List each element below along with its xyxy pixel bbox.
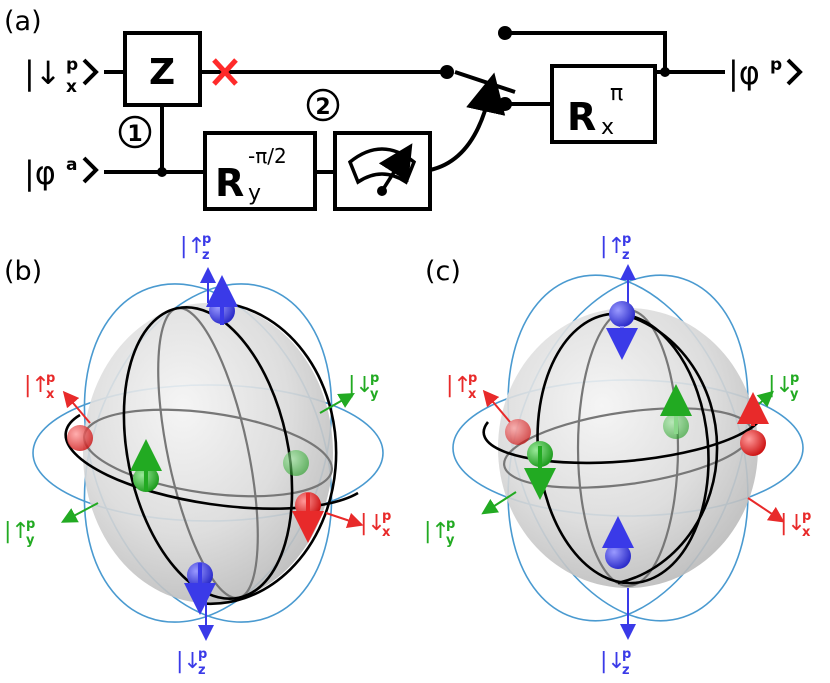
rx-gate-sub: x xyxy=(601,115,614,140)
bloch-c-labels: |↑ p z |↓ p z |↑ p x |↓ p x |↓ p y |↑ p … xyxy=(424,232,811,678)
ry-gate-sup: -π/2 xyxy=(248,144,287,168)
svg-text:z: z xyxy=(622,663,630,678)
label-down-z: |↓ xyxy=(176,649,202,674)
z-gate: Z xyxy=(123,31,202,107)
circuit-panel: (a) |↓ p x |φ a xyxy=(4,6,803,211)
label-up-z: |↑ xyxy=(600,234,626,259)
bloch-b-labels: |↑ p z |↓ p z |↑ p x |↓ p x |↓ p y |↑ p … xyxy=(4,232,391,678)
input-probe-label: |↓ p x xyxy=(24,54,99,97)
svg-text:z: z xyxy=(202,248,210,263)
meter-needle-icon xyxy=(378,143,413,192)
svg-text:z: z xyxy=(622,248,630,263)
spin-up-y xyxy=(130,439,162,492)
svg-text:y: y xyxy=(26,533,35,548)
label-up-x: |↑ xyxy=(24,373,50,398)
svg-text:p: p xyxy=(26,517,35,532)
svg-text:p: p xyxy=(382,509,391,524)
circuit-wires xyxy=(104,31,725,174)
rx-gate-letter: R xyxy=(567,95,596,139)
svg-text:p: p xyxy=(802,509,811,524)
svg-text:p: p xyxy=(46,371,55,386)
spin-down-y xyxy=(283,450,309,476)
label-up-y: |↑ xyxy=(424,519,450,544)
label-down-x: |↓ xyxy=(360,511,386,536)
svg-text:x: x xyxy=(802,525,811,540)
z-gate-label: Z xyxy=(149,52,175,93)
svg-text:p: p xyxy=(370,371,379,386)
svg-text:p: p xyxy=(446,517,455,532)
spin-up-x xyxy=(67,425,93,451)
label-down-y: |↓ xyxy=(348,373,374,398)
ry-gate-letter: R xyxy=(215,161,244,205)
label-down-y: |↓ xyxy=(768,373,794,398)
panel-label-a: (a) xyxy=(4,6,42,37)
bloch-sphere-b xyxy=(32,267,384,641)
rx-gate: R π x xyxy=(550,64,657,144)
output-probe-sup: p xyxy=(770,55,782,75)
step-2-label: 2 xyxy=(315,95,330,120)
spin-down-x xyxy=(292,492,324,543)
ket-bracket-icon xyxy=(786,58,803,86)
spin-down-z xyxy=(602,516,634,569)
spin-down-z xyxy=(184,562,216,615)
output-probe-ket: |φ xyxy=(728,54,760,92)
svg-text:p: p xyxy=(622,647,631,662)
svg-text:y: y xyxy=(790,387,799,402)
label-down-x: |↓ xyxy=(780,511,806,536)
svg-text:p: p xyxy=(622,232,631,247)
panel-label-b: (b) xyxy=(4,256,42,287)
ket-bracket-icon xyxy=(82,156,99,184)
label-up-y: |↑ xyxy=(4,519,30,544)
step-2-marker: 2 xyxy=(306,88,340,122)
input-probe-sub: x xyxy=(66,77,77,97)
svg-text:z: z xyxy=(198,663,206,678)
label-up-z: |↑ xyxy=(180,234,206,259)
spin-down-y xyxy=(660,384,692,439)
spin-up-z xyxy=(206,275,238,325)
input-ancilla-label: |φ a xyxy=(24,154,99,192)
input-probe-sup: p xyxy=(66,55,78,75)
svg-text:x: x xyxy=(46,387,55,402)
panel-label-c: (c) xyxy=(425,256,461,287)
ry-gate-sub: y xyxy=(248,181,261,206)
discard-cross-icon xyxy=(212,58,238,86)
svg-text:p: p xyxy=(198,647,207,662)
svg-text:p: p xyxy=(468,371,477,386)
label-up-x: |↑ xyxy=(446,373,472,398)
input-ancilla-ket: |φ xyxy=(24,154,56,192)
svg-text:x: x xyxy=(468,387,477,402)
spin-up-x xyxy=(505,419,531,445)
ry-gate: R -π/2 y xyxy=(203,131,317,211)
spin-up-y xyxy=(524,441,556,500)
bloch-sphere-c xyxy=(452,264,804,640)
svg-text:p: p xyxy=(790,371,799,386)
spin-down-x xyxy=(737,392,769,456)
step-1-label: 1 xyxy=(127,122,142,147)
step-1-marker: 1 xyxy=(118,115,152,149)
svg-text:y: y xyxy=(370,387,379,402)
measurement-meter xyxy=(333,131,432,211)
svg-text:y: y xyxy=(446,533,455,548)
sphere-surface xyxy=(83,303,333,603)
rx-gate-sup: π xyxy=(610,81,623,106)
circuit-nodes xyxy=(157,26,670,177)
output-probe-label: |φ p xyxy=(728,54,803,92)
input-ancilla-sup: a xyxy=(66,155,77,175)
ket-bracket-icon xyxy=(82,58,99,86)
svg-text:x: x xyxy=(382,525,391,540)
input-probe-ket: |↓ xyxy=(24,54,62,92)
spin-up-z xyxy=(606,301,638,360)
svg-text:p: p xyxy=(202,232,211,247)
label-down-z: |↓ xyxy=(600,649,626,674)
